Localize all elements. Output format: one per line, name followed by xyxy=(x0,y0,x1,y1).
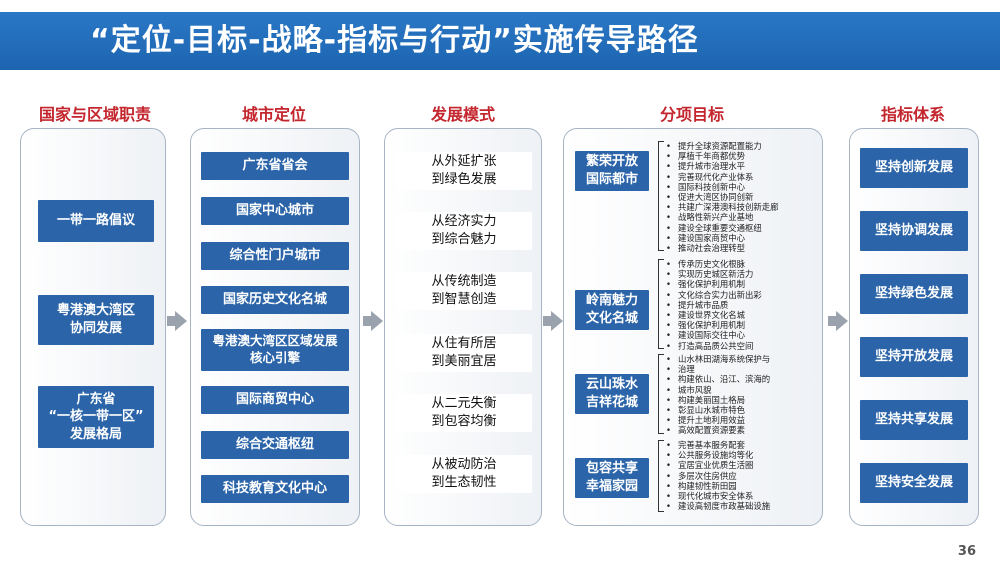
goal-item: 厚植千年商都优势 xyxy=(664,151,779,161)
goal-item: 战略性新兴产业基地 xyxy=(664,212,779,222)
flow-arrow-icon xyxy=(363,311,383,331)
goal-item: 共建广深港澳科技创新走廊 xyxy=(664,202,779,212)
indicator-item: 坚持协调发展 xyxy=(860,211,968,251)
goal-item: 现代化城市安全体系 xyxy=(664,491,770,501)
goal-item: 提升城市治理水平 xyxy=(664,161,779,171)
goal-item: 山水林田湖海系统保护与 xyxy=(664,354,770,364)
development-mode-item: 从被动防治 到生态韧性 xyxy=(396,455,532,493)
column-title-goals: 分项目标 xyxy=(659,105,724,124)
goal-list-cultural-city: 传承历史文化根脉 实现历史城区新活力 强化保护利用机制 文化综合实力出新出彩 提… xyxy=(664,259,762,351)
goal-item: 建设国家商贸中心 xyxy=(664,233,779,243)
indicator-item: 坚持开放发展 xyxy=(860,337,968,377)
goal-item: 打造高品质公共空间 xyxy=(664,341,762,351)
column-title-responsibilities: 国家与区域职责 xyxy=(38,105,151,124)
goal-item: 构建依山、沿江、滨海的 xyxy=(664,374,770,384)
responsibility-item: 粤港澳大湾区 协同发展 xyxy=(38,295,154,345)
goal-item: 建设世界文化名城 xyxy=(664,310,762,320)
development-mode-item: 从住有所居 到美丽宜居 xyxy=(396,334,532,372)
positioning-item: 广东省省会 xyxy=(201,152,349,180)
goal-item: 构建美丽国土格局 xyxy=(664,395,770,405)
goal-item: 强化保护利用机制 xyxy=(664,320,762,330)
goal-item: 完善现代化产业体系 xyxy=(664,172,779,182)
goal-item: 提升全球资源配置能力 xyxy=(664,141,779,151)
goal-group-label: 岭南魅力 文化名城 xyxy=(575,290,649,330)
goal-item: 构建韧性新田园 xyxy=(664,481,770,491)
flow-arrow-icon xyxy=(828,311,848,331)
goal-item: 高效配置资源要素 xyxy=(664,425,770,435)
goal-item: 建设国际交往中心 xyxy=(664,330,762,340)
development-mode-item: 从外延扩张 到绿色发展 xyxy=(396,152,532,190)
goal-item: 城市风貌 xyxy=(664,385,770,395)
panel-positioning xyxy=(190,128,360,526)
indicator-item: 坚持共享发展 xyxy=(860,400,968,440)
goal-group-label: 云山珠水 吉祥花城 xyxy=(575,374,649,414)
goal-item: 公共服务设施均等化 xyxy=(664,450,770,460)
indicator-item: 坚持创新发展 xyxy=(860,148,968,188)
development-mode-item: 从经济实力 到综合魅力 xyxy=(396,212,532,250)
flow-arrow-icon xyxy=(167,311,187,331)
goal-item: 建设全球重要交通枢纽 xyxy=(664,223,779,233)
positioning-item: 国家历史文化名城 xyxy=(201,286,349,314)
goal-item: 促进大湾区协同创新 xyxy=(664,192,779,202)
flow-arrow-icon xyxy=(543,311,563,331)
goal-item: 传承历史文化根脉 xyxy=(664,259,762,269)
goal-item: 建设高韧度市政基础设施 xyxy=(664,501,770,511)
responsibility-item: 广东省 “一核一带一区” 发展格局 xyxy=(38,386,154,448)
goal-item: 实现历史城区新活力 xyxy=(664,269,762,279)
page-number: 36 xyxy=(957,544,976,559)
goal-list-prosperous-city: 提升全球资源配置能力 厚植千年商都优势 提升城市治理水平 完善现代化产业体系 国… xyxy=(664,141,779,253)
responsibility-item: 一带一路倡议 xyxy=(38,200,154,242)
goal-item: 推动社会治理转型 xyxy=(664,243,779,253)
goal-bracket xyxy=(658,354,664,434)
goal-item: 彰显山水城市特色 xyxy=(664,405,770,415)
goal-bracket xyxy=(658,259,664,349)
goal-group-label: 繁荣开放 国际都市 xyxy=(575,151,649,191)
goal-bracket xyxy=(658,440,664,512)
positioning-item: 科技教育文化中心 xyxy=(201,475,349,503)
goal-item: 提升土地利用效益 xyxy=(664,415,770,425)
positioning-item: 综合性门户城市 xyxy=(201,242,349,270)
goal-item: 文化综合实力出新出彩 xyxy=(664,290,762,300)
column-title-indicators: 指标体系 xyxy=(880,105,945,124)
positioning-item: 国际商贸中心 xyxy=(201,386,349,414)
goal-list-green-city: 山水林田湖海系统保护与 治理 构建依山、沿江、滨海的 城市风貌 构建美丽国土格局… xyxy=(664,354,770,436)
goal-item: 提升城市品质 xyxy=(664,300,762,310)
indicator-item: 坚持绿色发展 xyxy=(860,274,968,314)
goal-item: 多层次住房供应 xyxy=(664,471,770,481)
column-title-positioning: 城市定位 xyxy=(241,105,306,124)
goal-item: 宜居宜业优质生活圈 xyxy=(664,460,770,470)
positioning-item: 综合交通枢纽 xyxy=(201,431,349,459)
development-mode-item: 从二元失衡 到包容均衡 xyxy=(396,394,532,432)
positioning-item: 粤港澳大湾区区域发展 核心引擎 xyxy=(201,329,349,371)
goal-item: 治理 xyxy=(664,364,770,374)
goal-item: 强化保护利用机制 xyxy=(664,279,762,289)
column-title-development-mode: 发展模式 xyxy=(430,105,495,124)
indicator-item: 坚持安全发展 xyxy=(860,463,968,503)
goal-group-label: 包容共享 幸福家园 xyxy=(575,458,649,498)
development-mode-item: 从传统制造 到智慧创造 xyxy=(396,272,532,310)
positioning-item: 国家中心城市 xyxy=(201,197,349,225)
goal-list-inclusive-city: 完善基本服务配套 公共服务设施均等化 宜居宜业优质生活圈 多层次住房供应 构建韧… xyxy=(664,440,770,512)
goal-bracket xyxy=(658,141,664,251)
goal-item: 国际科技创新中心 xyxy=(664,182,779,192)
page-title: “定位-目标-战略-指标与行动”实施传导路径 xyxy=(0,12,1000,70)
panel-indicators xyxy=(849,128,979,526)
goal-item: 完善基本服务配套 xyxy=(664,440,770,450)
